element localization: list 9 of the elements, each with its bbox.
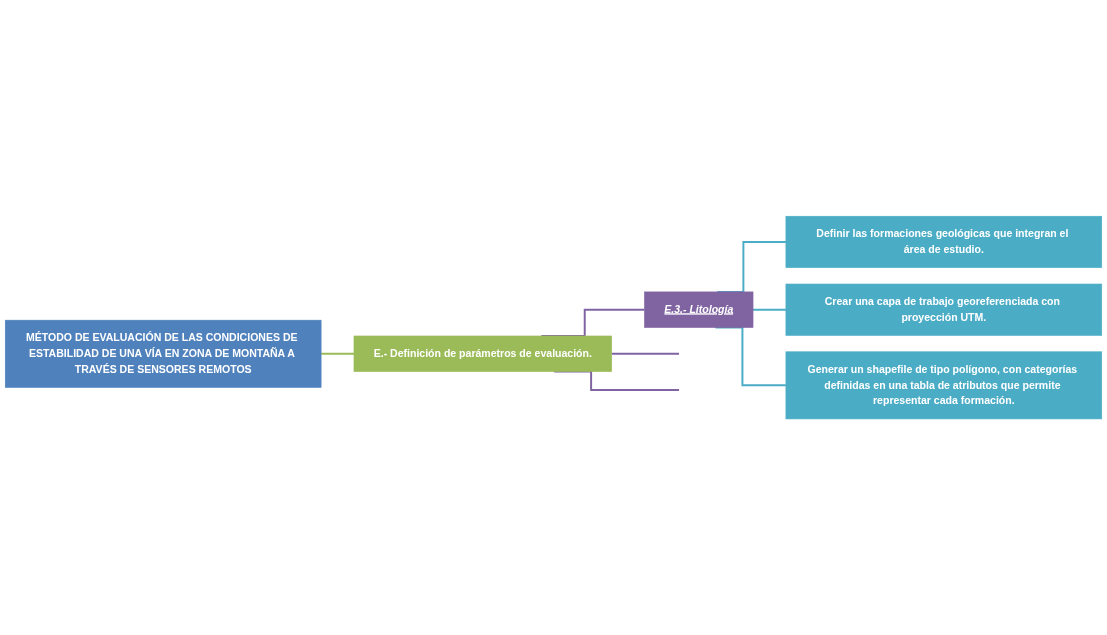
connector [610, 352, 681, 355]
node-box: MÉTODO DE EVALUACIÓN DE LAS CONDICIONES DE ESTABILIDAD DE UNA VÍA EN ZONA DE MONTAÑA A TRAVÉS DE SENSORES REMOTOS [4, 319, 322, 388]
node-box: E.3.- Litología [644, 291, 754, 328]
node-box: Definir las formaciones geológicas que integran el área de estudio. [785, 215, 1103, 268]
node-box: E.- Definición de parámetros de evaluación. [353, 335, 612, 372]
connector [320, 352, 355, 355]
node-box: Generar un shapefile de tipo polígono, con categorías definidas en una tabla de atributos que permite representar cada formación. [785, 351, 1103, 420]
connector [752, 308, 787, 311]
node-box: Crear una capa de trabajo georeferenciada con proyección UTM. [785, 283, 1103, 336]
